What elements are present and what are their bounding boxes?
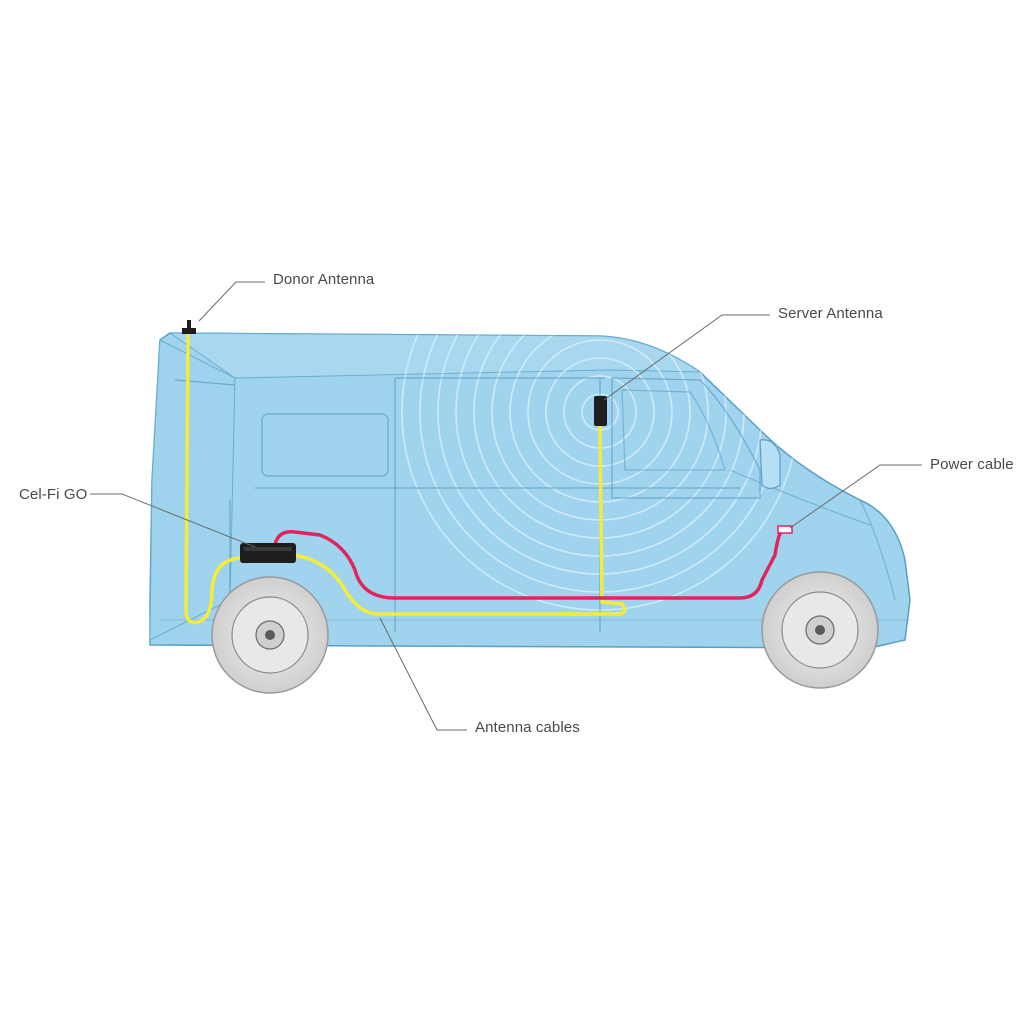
server-antenna xyxy=(594,396,607,426)
donor-antenna xyxy=(182,320,196,334)
leader-server xyxy=(603,314,770,401)
power-plug xyxy=(777,525,793,534)
leader-donor xyxy=(198,281,265,322)
van-roof xyxy=(168,332,702,379)
power-cable-label: Power cable xyxy=(930,456,1014,473)
donor-antenna-label: Donor Antenna xyxy=(273,271,375,288)
callout-leader-lines xyxy=(90,281,922,731)
cel-fi-go-label: Cel-Fi GO xyxy=(19,486,88,503)
leader-power xyxy=(789,464,922,529)
cel-fi-go-device xyxy=(240,543,296,563)
leader-celfi xyxy=(90,493,256,548)
antenna-cables-label: Antenna cables xyxy=(475,719,580,736)
rear-wheel xyxy=(211,576,329,694)
side-mirror xyxy=(759,439,781,490)
server-antenna-label: Server Antenna xyxy=(778,305,883,322)
leader-cables xyxy=(379,617,467,731)
antenna-cable-paths xyxy=(184,334,627,625)
front-wheel xyxy=(761,571,879,689)
donor-antenna-cable xyxy=(184,334,242,625)
server-antenna-cable xyxy=(293,424,627,616)
power-cable-path xyxy=(273,528,784,600)
van-rear-panel xyxy=(149,339,236,641)
